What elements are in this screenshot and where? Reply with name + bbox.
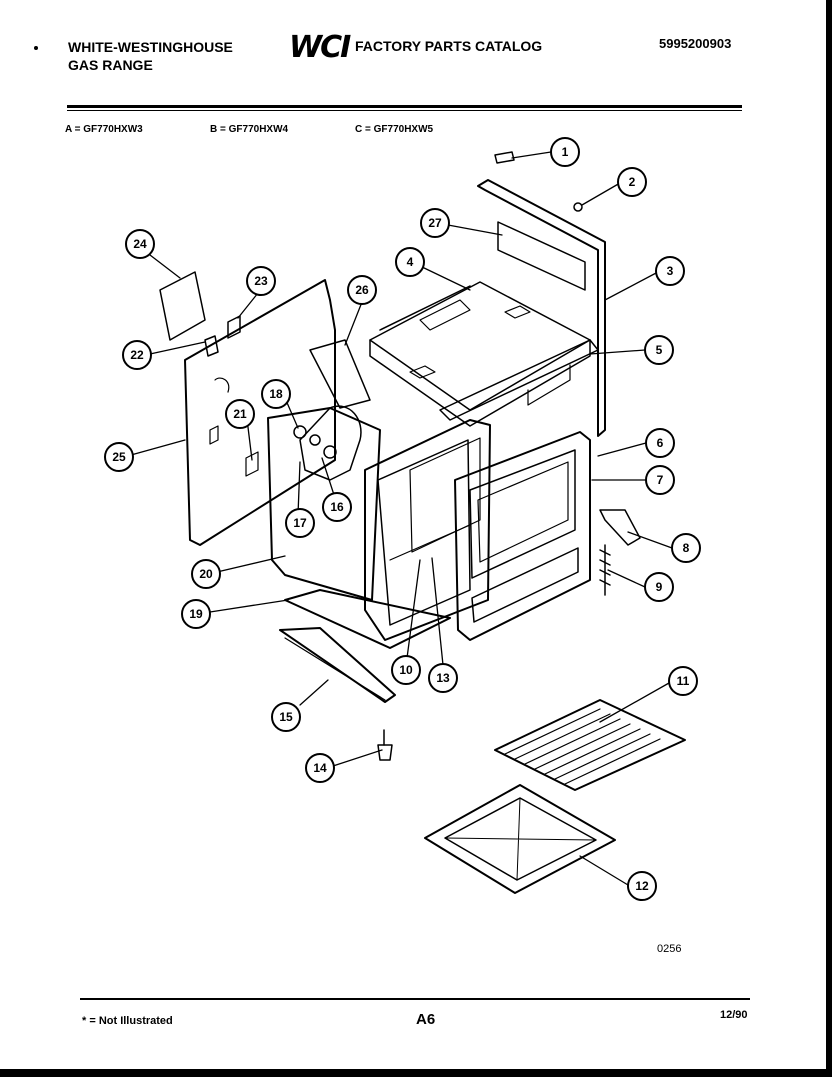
model-b: B = GF770HXW4 xyxy=(210,124,289,135)
header-divider-thin xyxy=(67,110,742,111)
brand-block: WHITE-WESTINGHOUSE GAS RANGE xyxy=(68,38,233,74)
callout-10: 10 xyxy=(399,663,413,677)
page-edge-bottom xyxy=(0,1069,832,1077)
flue-26 xyxy=(309,339,371,409)
door-hinge xyxy=(599,509,641,546)
model-a: A = GF770HXW3 xyxy=(65,124,143,135)
door-spring xyxy=(599,544,611,596)
callout-18: 18 xyxy=(269,387,283,401)
callout-22: 22 xyxy=(130,348,144,362)
revision-date: 12/90 xyxy=(720,1009,748,1021)
header-divider xyxy=(67,105,742,108)
callout-20: 20 xyxy=(199,567,213,581)
drawing-code: 0256 xyxy=(657,943,682,955)
model-c: C = GF770HXW5 xyxy=(355,124,434,135)
callout-3: 3 xyxy=(667,264,674,278)
clip-23 xyxy=(227,315,241,339)
leveling-leg xyxy=(377,744,393,761)
broiler-pan xyxy=(424,784,616,894)
oven-door xyxy=(454,431,591,641)
callout-14: 14 xyxy=(313,761,327,775)
callout-27: 27 xyxy=(428,216,442,230)
page-edge-right xyxy=(826,0,832,1077)
catalog-title: FACTORY PARTS CATALOG xyxy=(355,38,543,54)
part-1 xyxy=(494,151,515,164)
brand-name: WHITE-WESTINGHOUSE xyxy=(68,39,233,55)
callout-4: 4 xyxy=(407,255,414,269)
oven-rack xyxy=(494,699,686,791)
footer-divider xyxy=(80,998,750,1000)
wci-logo: WCI xyxy=(289,30,351,65)
corner-mark xyxy=(34,46,38,50)
side-panel xyxy=(184,279,336,546)
callout-1: 1 xyxy=(562,145,569,159)
callout-24: 24 xyxy=(133,237,147,251)
callout-8: 8 xyxy=(683,541,690,555)
callout-19: 19 xyxy=(189,607,203,621)
footnote: * = Not Illustrated xyxy=(82,1015,173,1027)
callout-17: 17 xyxy=(293,516,307,530)
callout-15: 15 xyxy=(279,710,293,724)
page-number: A6 xyxy=(416,1011,436,1028)
front-frame xyxy=(364,419,491,641)
callout-25: 25 xyxy=(112,450,126,464)
callout-12: 12 xyxy=(635,879,649,893)
rear-panel xyxy=(477,179,606,437)
catalog-number: 5995200903 xyxy=(659,36,732,51)
callout-7: 7 xyxy=(657,473,664,487)
callout-9: 9 xyxy=(656,580,663,594)
callout-2: 2 xyxy=(629,175,636,189)
callout-11: 11 xyxy=(677,674,690,688)
callout-16: 16 xyxy=(330,500,344,514)
oven-bottom xyxy=(284,589,451,649)
rear-vent-27 xyxy=(497,221,586,291)
callout-21: 21 xyxy=(233,407,247,421)
callout-13: 13 xyxy=(436,671,450,685)
clip-22 xyxy=(204,335,219,357)
product-type: GAS RANGE xyxy=(68,57,153,73)
kick-plate xyxy=(279,627,396,703)
callout-6: 6 xyxy=(657,436,664,450)
callout-23: 23 xyxy=(254,274,268,288)
vent-bracket xyxy=(159,271,206,341)
callout-5: 5 xyxy=(656,343,663,357)
callout-26: 26 xyxy=(355,283,369,297)
screw-2 xyxy=(573,202,583,212)
